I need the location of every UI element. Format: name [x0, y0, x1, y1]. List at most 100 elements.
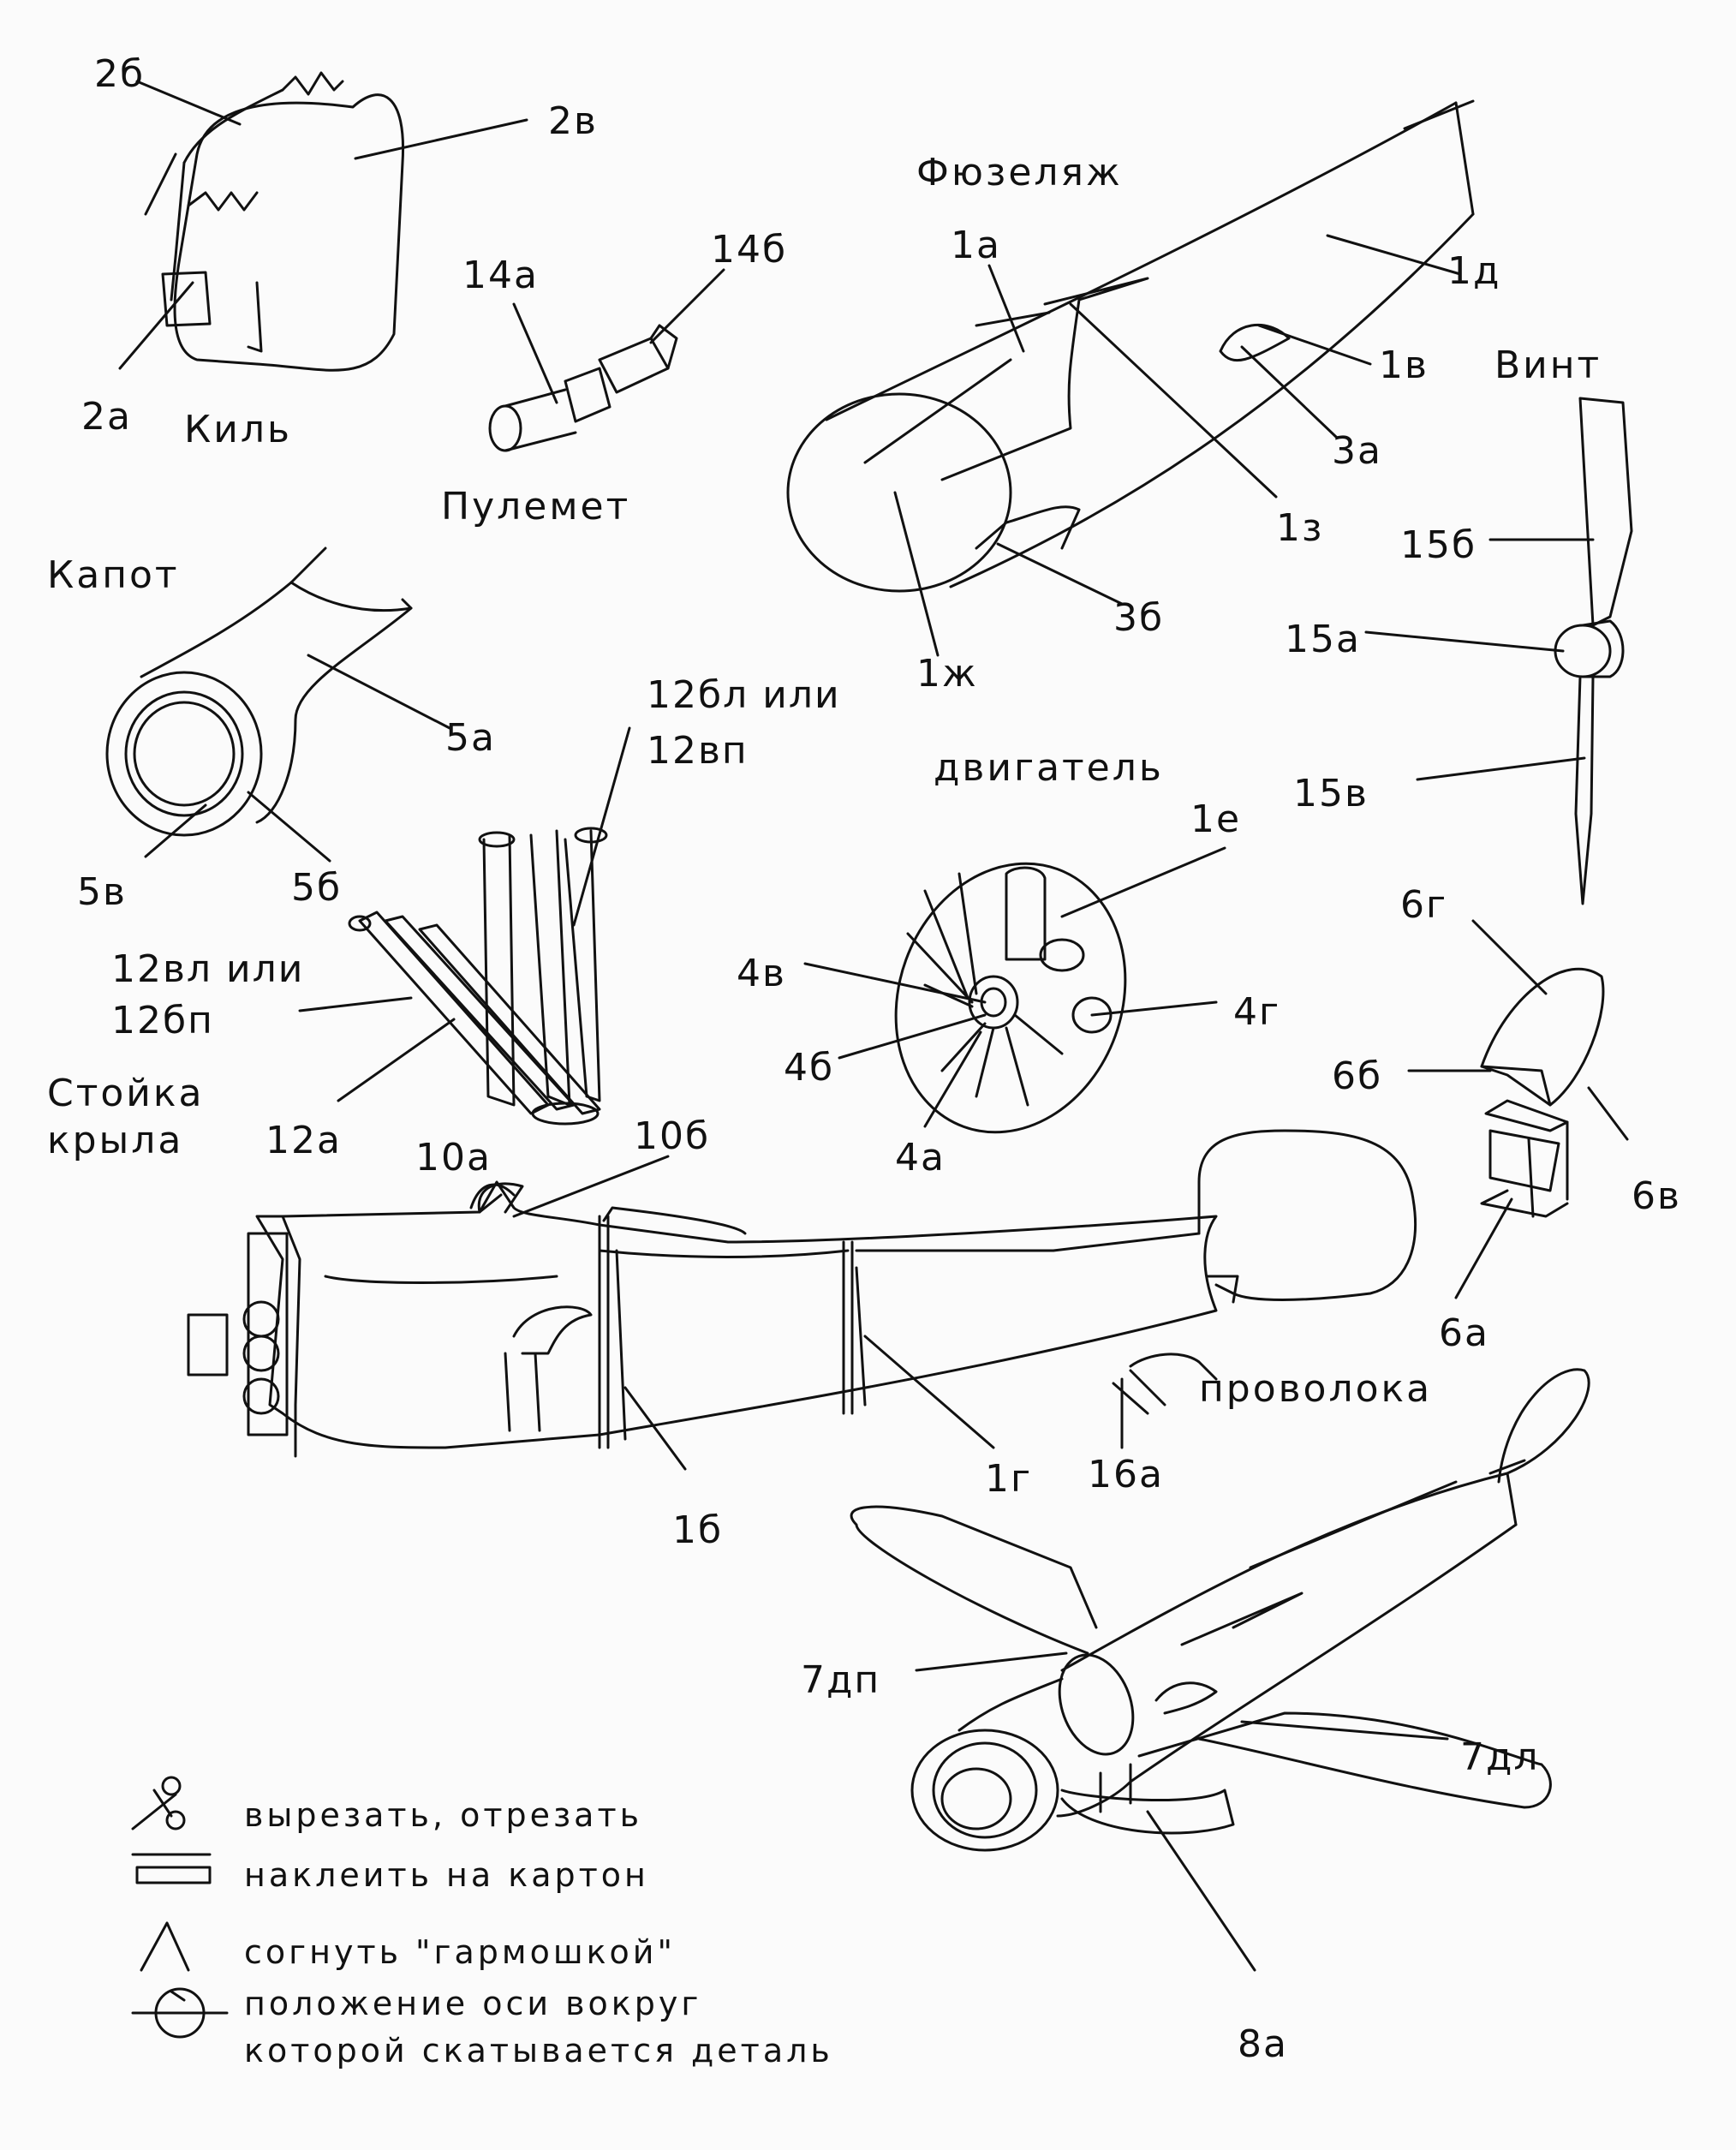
leader-12vl	[298, 996, 413, 1012]
label-7dl: 7дл	[1460, 1735, 1540, 1779]
label-6b: 6б	[1332, 1054, 1383, 1098]
leader-8a	[1146, 1810, 1256, 1972]
label-1z: 1з	[1276, 506, 1324, 550]
label-6v: 6в	[1632, 1174, 1681, 1218]
engine-part	[894, 862, 1127, 1134]
legend-cut-text: вырезать, отрезать	[244, 1796, 642, 1834]
leader-5a	[307, 654, 451, 730]
leader-14b	[649, 268, 725, 344]
leader-6v	[1587, 1086, 1629, 1141]
label-12vl-2: 12бп	[111, 999, 214, 1042]
label-15b: 15б	[1400, 523, 1477, 567]
leader-1e	[1060, 846, 1226, 918]
leader-7dp	[915, 1651, 1068, 1672]
label-4a: 4а	[895, 1136, 946, 1180]
scissors-icon	[131, 1776, 186, 1830]
leader-6a	[1454, 1197, 1513, 1299]
leader-10b	[512, 1155, 670, 1218]
leader-1d	[1326, 234, 1462, 276]
leader-14a	[512, 302, 558, 404]
leader-5v	[144, 803, 207, 858]
title-fin: Киль	[184, 408, 292, 451]
label-15v: 15в	[1293, 772, 1369, 815]
label-3a: 3а	[1332, 429, 1382, 473]
leader-3a	[1240, 345, 1338, 439]
label-1b-bottom: 1б	[672, 1508, 724, 1552]
label-5v: 5в	[77, 870, 127, 914]
title-cowl: Капот	[47, 553, 180, 597]
label-1a: 1а	[951, 224, 1001, 267]
title-wing-strut-2: крыла	[47, 1119, 184, 1162]
leader-12a	[337, 1018, 456, 1102]
label-7dp: 7дп	[801, 1658, 881, 1702]
title-machine-gun: Пулемет	[441, 485, 631, 529]
label-4b: 4б	[784, 1046, 835, 1090]
title-wire: проволока	[1199, 1367, 1433, 1411]
leader-12bl	[572, 726, 631, 927]
leader-1zh	[893, 491, 940, 657]
legend-cardboard-text: наклеить на картон	[244, 1856, 649, 1894]
leader-15v	[1416, 756, 1586, 781]
fin-part	[144, 71, 405, 372]
assembled-3d-view	[850, 1368, 1590, 1852]
fold-icon	[140, 1921, 190, 1972]
leader-1z	[1069, 302, 1278, 499]
leader-4a	[923, 1030, 982, 1128]
label-4v: 4в	[737, 952, 786, 995]
axis-circle-icon	[131, 1987, 229, 2039]
leader-2b	[135, 80, 242, 126]
label-14b: 14б	[711, 228, 788, 272]
legend-fold-text: согнуть "гармошкой"	[244, 1933, 676, 1971]
tail-fairing-part	[1480, 967, 1605, 1218]
wing-strut-part	[348, 827, 608, 1126]
leader-4v	[803, 962, 987, 1004]
leader-1b-bottom	[623, 1386, 687, 1471]
label-10b: 10б	[634, 1114, 711, 1158]
label-16a: 16а	[1088, 1453, 1164, 1496]
label-1v: 1в	[1379, 343, 1429, 387]
label-14a: 14а	[462, 254, 539, 297]
leader-6g	[1471, 919, 1548, 995]
label-6a: 6а	[1439, 1311, 1489, 1355]
label-2a: 2а	[81, 395, 132, 439]
leader-1a	[987, 264, 1025, 353]
label-12bl-1: 12бл или	[647, 673, 841, 717]
legend-axis-text-1: положение оси вокруг	[244, 1985, 702, 2022]
label-2v: 2в	[548, 99, 598, 143]
label-1e: 1е	[1190, 797, 1242, 841]
label-2b: 2б	[94, 52, 146, 96]
leader-15a	[1364, 630, 1565, 653]
leader-2v	[354, 118, 528, 160]
leader-3b	[996, 542, 1124, 606]
leader-1g	[863, 1335, 995, 1449]
title-propeller: Винт	[1494, 343, 1602, 387]
label-3b: 3б	[1113, 596, 1165, 640]
leader-10a	[478, 1193, 503, 1214]
label-8a: 8а	[1238, 2022, 1288, 2066]
fuselage-part	[786, 99, 1475, 593]
label-1zh: 1ж	[916, 652, 978, 696]
cowl-part	[105, 546, 413, 837]
label-12a: 12а	[265, 1119, 342, 1162]
legend-axis-text-2: которой скатывается деталь	[244, 2032, 833, 2069]
leader-2a	[118, 281, 194, 370]
leader-4b	[838, 1013, 987, 1060]
label-10a: 10а	[415, 1136, 492, 1180]
cardboard-icon	[131, 1853, 212, 1884]
leader-4g	[1090, 1000, 1218, 1017]
label-4g: 4г	[1233, 990, 1281, 1034]
label-5a: 5а	[445, 716, 496, 760]
assembled-side-view	[187, 1129, 1417, 1458]
label-15a: 15а	[1285, 618, 1361, 661]
label-1g: 1г	[985, 1457, 1033, 1501]
label-12vl-1: 12вл или	[111, 947, 305, 991]
title-wing-strut-1: Стойка	[47, 1072, 205, 1115]
label-6g: 6г	[1400, 883, 1448, 927]
label-1d: 1д	[1447, 249, 1501, 293]
leader-1v	[1257, 324, 1372, 366]
title-fuselage: Фюзеляж	[916, 151, 1123, 194]
leader-5b	[247, 791, 331, 863]
leader-7dl	[1240, 1720, 1449, 1741]
